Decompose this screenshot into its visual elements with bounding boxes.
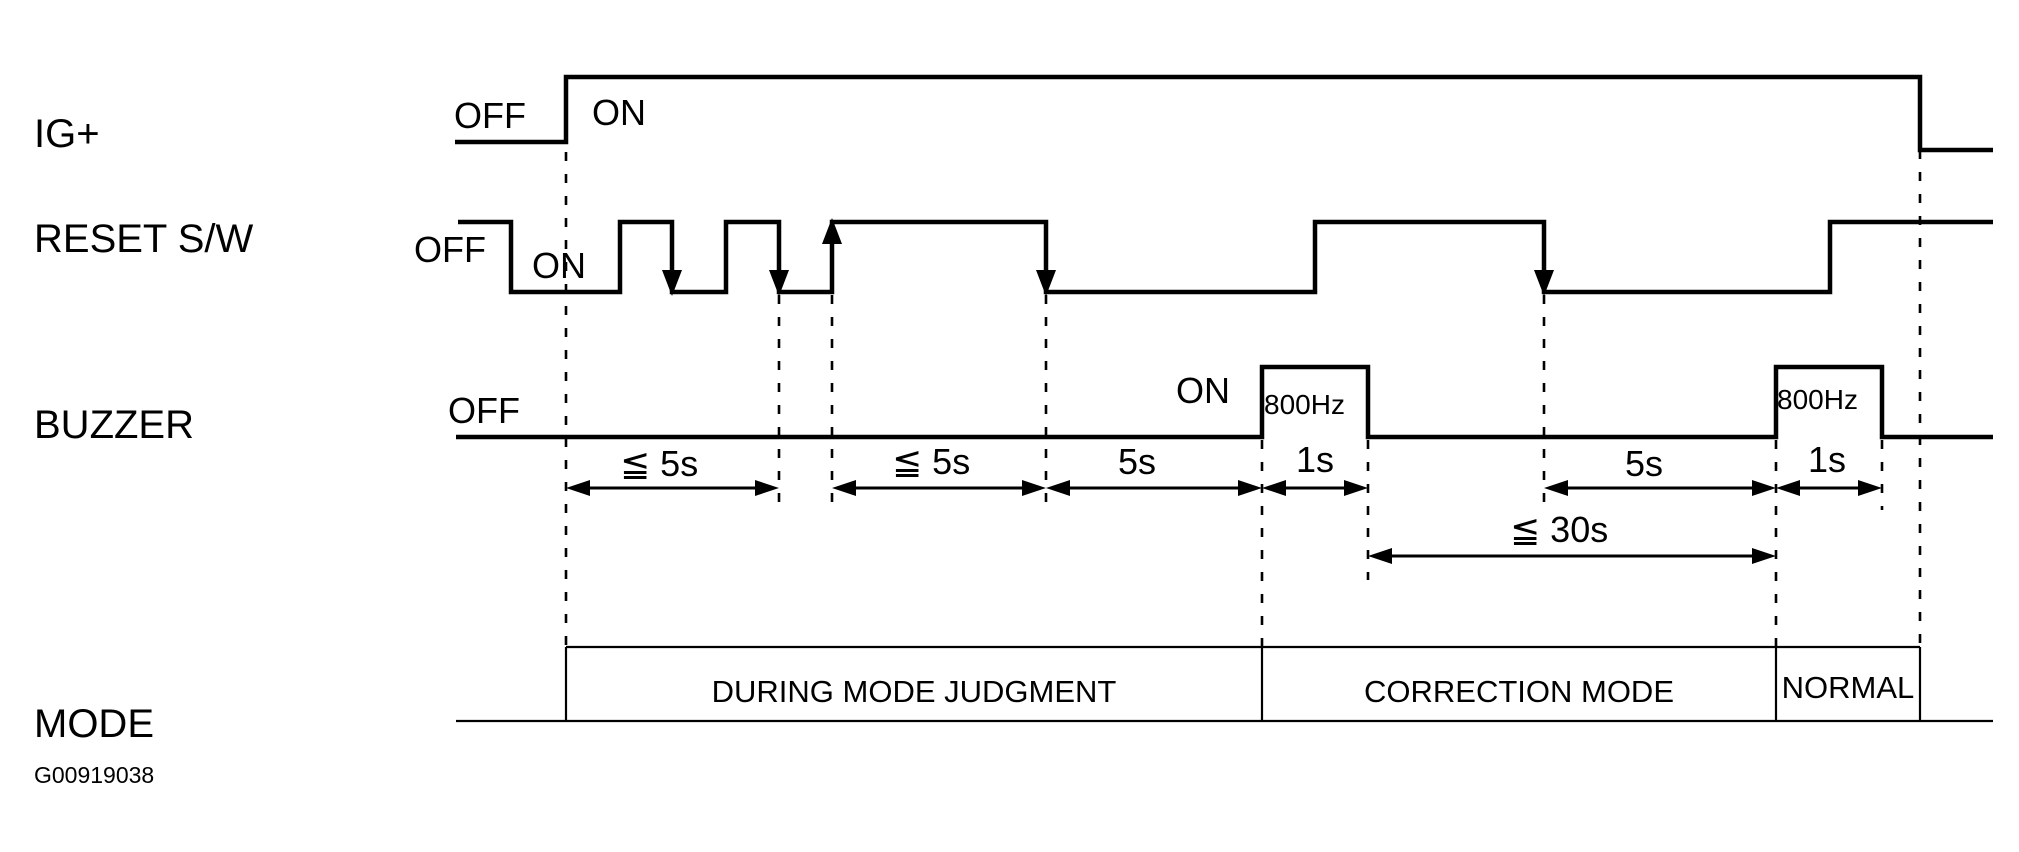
buzzer-off-state-label: OFF bbox=[448, 390, 520, 431]
reset-release-arrow-5 bbox=[1534, 270, 1554, 296]
reset-off-state-label: OFF bbox=[414, 229, 486, 270]
ig-waveform bbox=[455, 74, 1993, 153]
reset-on-state-label: ON bbox=[532, 245, 586, 286]
reset-release-arrow-1 bbox=[662, 270, 682, 296]
buzzer-on-state-label: ON bbox=[1176, 370, 1230, 411]
duration-arrow-6-left-head bbox=[1776, 480, 1800, 496]
duration-label-1: ≦ 5s bbox=[620, 443, 698, 484]
duration-arrow-3-right-head bbox=[1238, 480, 1262, 496]
duration-label-4: 1s bbox=[1296, 439, 1334, 480]
duration-arrow-4-right-head bbox=[1344, 480, 1368, 496]
mode-phase-correction-label: CORRECTION MODE bbox=[1364, 674, 1674, 709]
duration-label-6: 1s bbox=[1808, 439, 1846, 480]
duration-arrow-5-right-head bbox=[1752, 480, 1776, 496]
buzzer-signal-label: BUZZER bbox=[34, 403, 194, 447]
buzzer-waveform bbox=[456, 364, 1993, 440]
mode-row: DURING MODE JUDGMENT CORRECTION MODE NOR… bbox=[456, 645, 1993, 723]
duration-label-5: 5s bbox=[1625, 443, 1663, 484]
duration-arrow-3-left-head bbox=[1046, 480, 1070, 496]
duration-label-2: ≦ 5s bbox=[892, 441, 970, 482]
reset-release-arrow-4 bbox=[1036, 270, 1056, 296]
duration-arrow-7-right-head bbox=[1752, 548, 1776, 564]
mode-phase-judgment-label: DURING MODE JUDGMENT bbox=[712, 674, 1117, 709]
duration-arrow-7-left-head bbox=[1368, 548, 1392, 564]
buzzer-frequency-label-2: 800Hz bbox=[1777, 384, 1858, 415]
duration-arrow-6-right-head bbox=[1858, 480, 1882, 496]
duration-label-7: ≦ 30s bbox=[1510, 509, 1608, 550]
duration-label-3: 5s bbox=[1118, 441, 1156, 482]
figure-code: G00919038 bbox=[34, 762, 154, 788]
duration-arrow-5-left-head bbox=[1544, 480, 1568, 496]
event-markers bbox=[564, 130, 1922, 650]
ig-on-state-label: ON bbox=[592, 92, 646, 133]
ig-signal-label: IG+ bbox=[34, 112, 100, 156]
duration-arrow-1-right-head bbox=[755, 480, 779, 496]
ig-off-state-label: OFF bbox=[454, 95, 526, 136]
duration-arrow-2-left-head bbox=[832, 480, 856, 496]
reset-switch-signal-label: RESET S/W bbox=[34, 217, 254, 261]
duration-arrow-1-left-head bbox=[566, 480, 590, 496]
reset-press-arrow-3 bbox=[822, 218, 842, 244]
mode-signal-label: MODE bbox=[34, 702, 154, 746]
duration-arrow-4-left-head bbox=[1262, 480, 1286, 496]
mode-phase-normal-label: NORMAL bbox=[1782, 670, 1915, 705]
reset-release-arrow-2 bbox=[769, 270, 789, 296]
duration-arrow-2-right-head bbox=[1022, 480, 1046, 496]
reset-switch-waveform bbox=[458, 219, 1993, 295]
duration-dimensions: ≦ 5s ≦ 5s 5s 1s 5s 1s ≦ 30s bbox=[566, 439, 1882, 564]
buzzer-frequency-label-1: 800Hz bbox=[1264, 389, 1345, 420]
